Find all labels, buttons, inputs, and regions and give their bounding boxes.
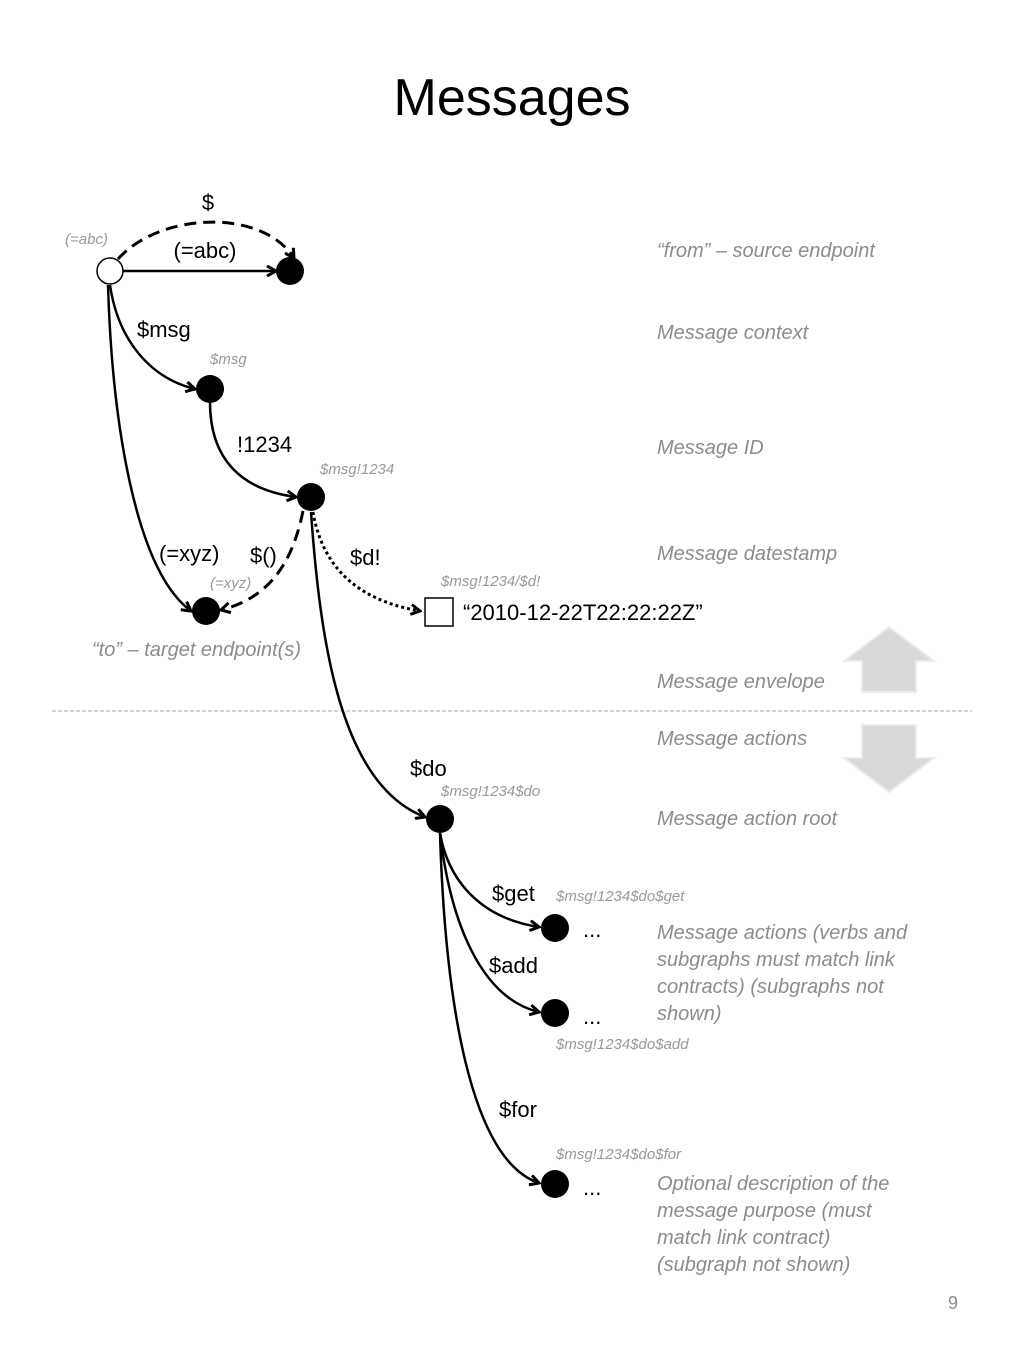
annotation-envelope: Message envelope	[657, 671, 825, 693]
edge-label-id: !1234	[237, 432, 292, 457]
node-get	[541, 914, 569, 942]
node-label-for: $msg!1234$do$for	[555, 1146, 682, 1163]
page-title: Messages	[394, 69, 631, 127]
node-label-add: $msg!1234$do$add	[555, 1036, 689, 1053]
edge-add	[438, 832, 539, 1012]
node-abc-target	[276, 257, 304, 285]
edge-xyz	[106, 284, 191, 611]
edge-label-get: $get	[492, 881, 535, 906]
ellipsis-get: ...	[583, 917, 601, 942]
edge-label-msg: $msg	[137, 317, 191, 342]
edge-get	[438, 832, 539, 927]
node-abc-source	[96, 257, 124, 285]
edge-label-do: $do	[410, 756, 447, 781]
node-datestamp-literal	[424, 597, 454, 627]
annotation-optional-desc-line-4: (subgraph not shown)	[657, 1254, 850, 1276]
annotation-optional-desc-line-1: Optional description of the	[657, 1173, 889, 1195]
page-number: 9	[948, 1293, 958, 1313]
annotation-actions-desc-line-4: shown)	[657, 1003, 721, 1025]
annotation-action-root: Message action root	[657, 808, 839, 830]
annotation-optional-desc-line-2: message purpose (must	[657, 1200, 873, 1222]
annotation-actions-desc-line-2: subgraphs must match link	[657, 949, 896, 971]
node-do	[426, 805, 454, 833]
annotation-actions-desc-line-1: Message actions (verbs and	[657, 922, 908, 944]
edge-label-xyz: (=xyz)	[159, 541, 220, 566]
node-label-msg-id: $msg!1234	[319, 461, 394, 478]
node-xyz	[192, 597, 220, 625]
node-msg	[196, 375, 224, 403]
node-label-get: $msg!1234$do$get	[555, 888, 685, 905]
node-label-abc: (=abc)	[65, 231, 108, 248]
annotation-optional-desc-line-3: match link contract)	[657, 1227, 830, 1249]
edge-empty	[221, 510, 305, 610]
edge-label-datestamp: $d!	[350, 545, 381, 570]
edge-for	[438, 832, 539, 1183]
down-arrow-icon	[841, 724, 937, 794]
node-for	[541, 1170, 569, 1198]
node-label-xyz: (=xyz)	[210, 575, 251, 592]
up-arrow-icon	[841, 625, 937, 693]
edge-label-dollar: $	[202, 190, 214, 215]
edge-label-for: $for	[499, 1097, 537, 1122]
edge-do	[309, 511, 425, 817]
annotation-id: Message ID	[657, 437, 764, 459]
ellipsis-for: ...	[583, 1175, 601, 1200]
annotation-actions: Message actions	[657, 728, 807, 750]
edge-id	[208, 401, 296, 497]
annotation-datestamp: Message datestamp	[657, 543, 837, 565]
edge-label-abc: (=abc)	[174, 238, 237, 263]
annotation-actions-desc-line-3: contracts) (subgraphs not	[657, 976, 885, 998]
edge-label-add: $add	[489, 953, 538, 978]
annotation-to: “to” – target endpoint(s)	[92, 639, 301, 661]
node-label-msg: $msg	[209, 351, 247, 368]
node-msg-id	[297, 483, 325, 511]
edge-dollar	[116, 220, 294, 259]
datestamp-value: “2010-12-22T22:22:22Z”	[463, 600, 703, 625]
edge-datestamp	[311, 511, 420, 611]
annotation-context: Message context	[657, 322, 810, 344]
edge-msg	[108, 284, 195, 389]
edge-label-empty: $()	[250, 543, 277, 568]
annotation-from: “from” – source endpoint	[657, 240, 876, 262]
node-label-do: $msg!1234$do	[440, 783, 540, 800]
node-add	[541, 999, 569, 1027]
node-label-datestamp: $msg!1234/$d!	[440, 573, 541, 590]
ellipsis-add: ...	[583, 1004, 601, 1029]
